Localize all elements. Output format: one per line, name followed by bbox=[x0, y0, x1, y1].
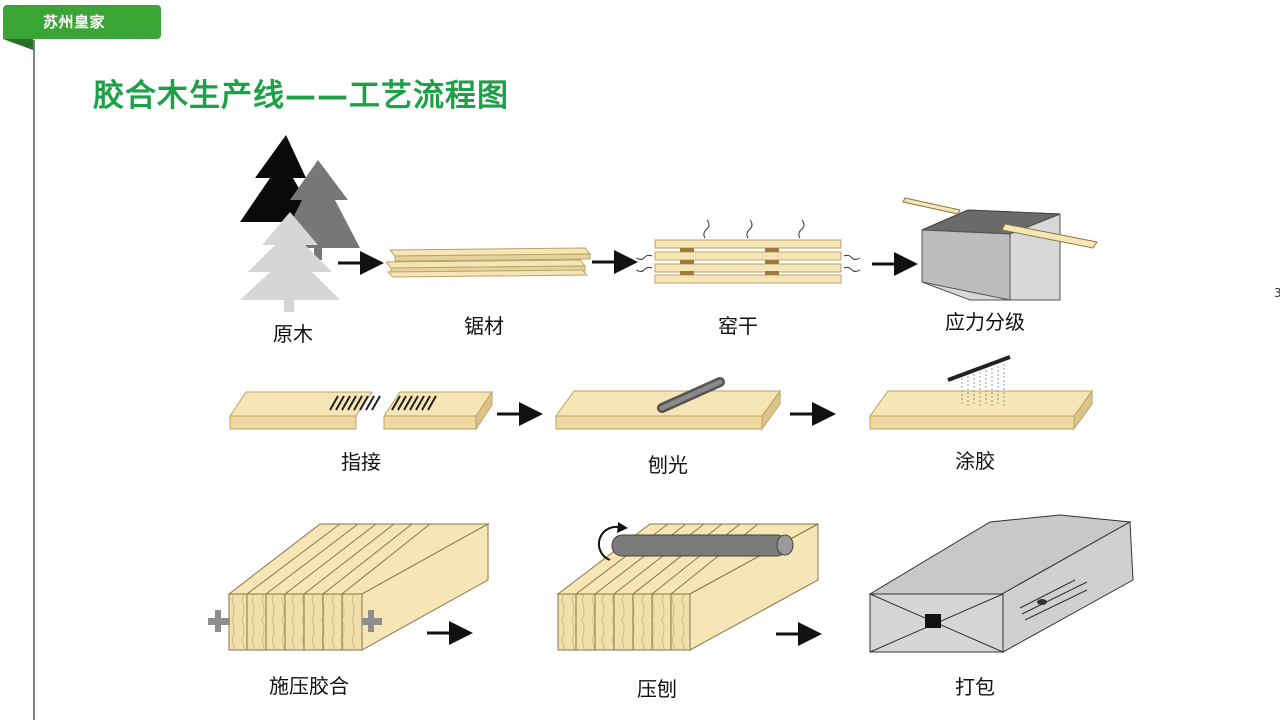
press-planer-icon bbox=[556, 522, 819, 651]
package-icon bbox=[868, 514, 1134, 653]
grading-machine-icon bbox=[902, 197, 1098, 301]
kiln-stack-icon bbox=[635, 219, 861, 284]
brand-tab: 苏州皇家 bbox=[3, 5, 161, 39]
brand-label: 苏州皇家 bbox=[43, 13, 106, 31]
brand-tab-fold bbox=[3, 39, 33, 50]
step-label-raw-log: 原木 bbox=[273, 322, 313, 346]
step-label-packing: 打包 bbox=[955, 675, 995, 699]
sawn-boards-icon bbox=[384, 247, 592, 278]
edge-glyph: 3 bbox=[1274, 286, 1280, 300]
step-label-gluing: 涂胶 bbox=[955, 449, 995, 473]
planing-icon bbox=[555, 377, 781, 431]
step-label-press-glue: 施压胶合 bbox=[269, 674, 349, 698]
step-label-finger-joint: 指接 bbox=[341, 450, 381, 474]
step-label-kiln-drying: 窑干 bbox=[718, 314, 758, 338]
page-title: 胶合木生产线——工艺流程图 bbox=[93, 78, 509, 114]
glue-applicator-icon bbox=[869, 355, 1093, 431]
step-label-press-plane: 压刨 bbox=[637, 677, 677, 701]
tree-icon-light bbox=[240, 212, 340, 312]
step-label-planing: 刨光 bbox=[648, 453, 688, 477]
tree-icon-black bbox=[240, 135, 318, 222]
left-rule bbox=[33, 40, 35, 720]
finger-joint-icon bbox=[229, 390, 493, 431]
step-label-sawing: 锯材 bbox=[464, 314, 504, 338]
glulam-press-icon bbox=[208, 523, 490, 651]
step-label-stress-grading: 应力分级 bbox=[945, 310, 1025, 334]
